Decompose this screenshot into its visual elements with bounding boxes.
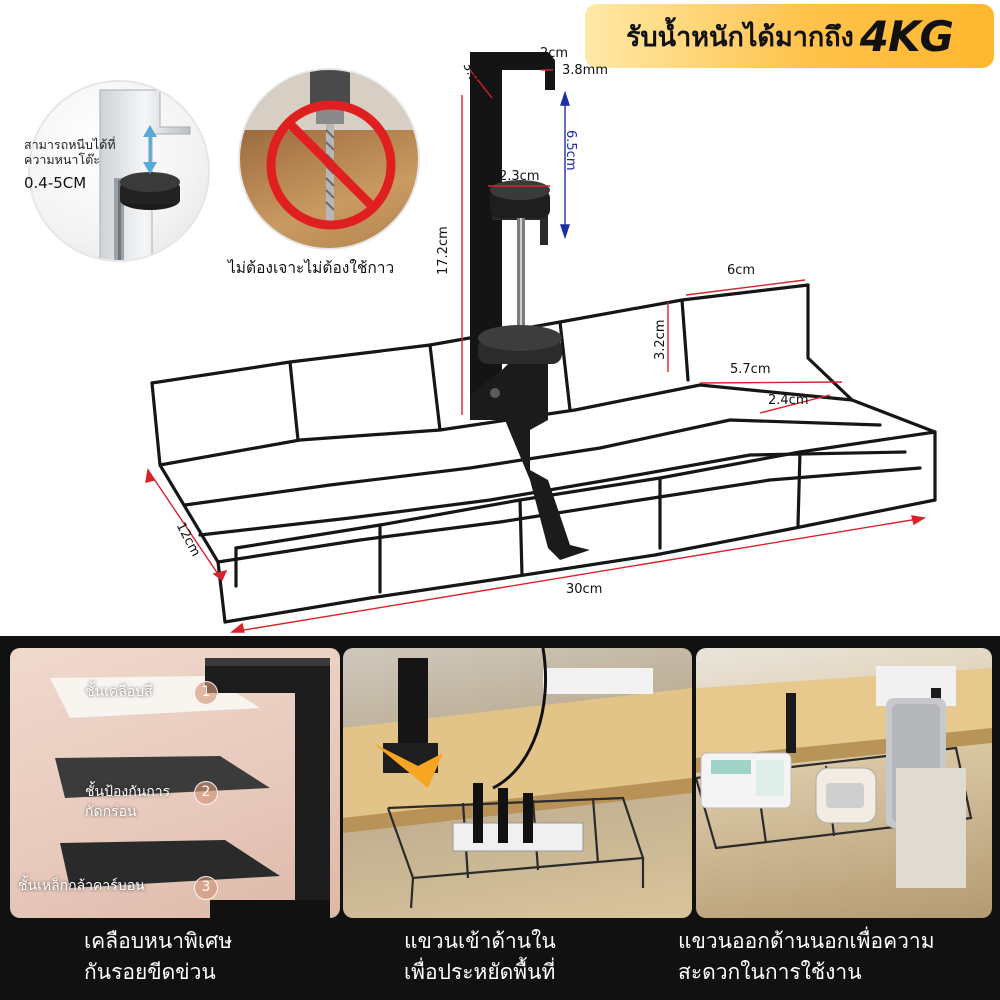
hang-inside-illustration (343, 648, 692, 909)
prohibit-icon (266, 100, 396, 230)
clamp-thickness-range: 0.4-5CM (24, 174, 87, 192)
hang-inside-panel (343, 648, 692, 918)
dim-basket-wall-height: 3.2cm (653, 319, 668, 361)
dim-clamp-opening: 6.5cm (563, 130, 578, 171)
dim-clamp-lip: 3.8mm (562, 63, 609, 78)
weight-capacity-banner: รับน้ำหนักได้มากถึง 4KG (585, 4, 994, 68)
no-drilling-caption: ไม่ต้องเจาะไม่ต้องใช้กาว (228, 259, 395, 277)
dim-clamp-top-width: 2cm (540, 46, 569, 61)
layer-number-3: 3 (194, 876, 218, 900)
hang-inside-caption: แขวนเข้าด้านใน เพื่อประหยัดพื้นที่ (404, 926, 556, 988)
feature-panels: ชั้นเคลือบสี 1 ชั้นป้องกันการกัดกร่อน 2 … (0, 636, 1000, 1000)
hang-inside-caption-line2: เพื่อประหยัดพื้นที่ (404, 960, 556, 984)
clamp-thickness-note: สามารถหนีบได้ที่ความหนาโต๊ะ (24, 137, 116, 167)
clamp-illustration (99, 89, 191, 260)
hang-outside-panel (696, 648, 992, 918)
coating-layers-caption: เคลือบหนาพิเศษ กันรอยขีดข่วน (84, 926, 232, 988)
dim-basket-bottom: 2.4cm (768, 393, 809, 408)
layer-label-3: ชั้นเหล็กกล้าคาร์บอน (18, 878, 145, 894)
dim-knob-width: 2.3cm (499, 169, 540, 184)
hang-outside-illustration (696, 666, 992, 888)
coating-layers-caption-line2: กันรอยขีดข่วน (84, 960, 216, 984)
layer-number-1: 1 (194, 681, 218, 705)
hang-outside-caption: แขวนออกด้านนอกเพื่อความ สะดวกในการใช้งาน (678, 926, 935, 988)
layer-label-1: ชั้นเคลือบสี (85, 684, 153, 700)
dim-basket-depth-top: 6cm (727, 263, 756, 278)
dim-basket-depth-inner: 5.7cm (730, 362, 771, 377)
layer-number-2: 2 (194, 781, 218, 805)
coating-layers-caption-line1: เคลือบหนาพิเศษ (84, 929, 233, 953)
coating-layers-panel: ชั้นเคลือบสี 1 ชั้นป้องกันการกัดกร่อน 2 … (10, 648, 340, 918)
hang-outside-caption-line2: สะดวกในการใช้งาน (678, 960, 862, 984)
dim-basket-length: 30cm (566, 582, 603, 597)
product-diagram: รับน้ำหนักได้มากถึง 4KG สามารถหนีบได้ที่… (24, 4, 994, 633)
hang-inside-caption-line1: แขวนเข้าด้านใน (404, 929, 556, 953)
clamp-bracket (470, 52, 590, 560)
coating-layers-illustration (50, 658, 330, 918)
dim-bracket-height: 17.2cm (436, 226, 451, 275)
weight-capacity-text: รับน้ำหนักได้มากถึง (625, 21, 854, 53)
weight-capacity-value: 4KG (859, 11, 954, 61)
direction-arrow-icon (373, 743, 443, 788)
cable-basket-illustration (145, 52, 937, 633)
layer-label-2: ชั้นป้องกันการกัดกร่อน (85, 784, 171, 820)
clamp-thickness-inset (28, 80, 210, 262)
hang-outside-caption-line1: แขวนออกด้านนอกเพื่อความ (678, 929, 935, 953)
